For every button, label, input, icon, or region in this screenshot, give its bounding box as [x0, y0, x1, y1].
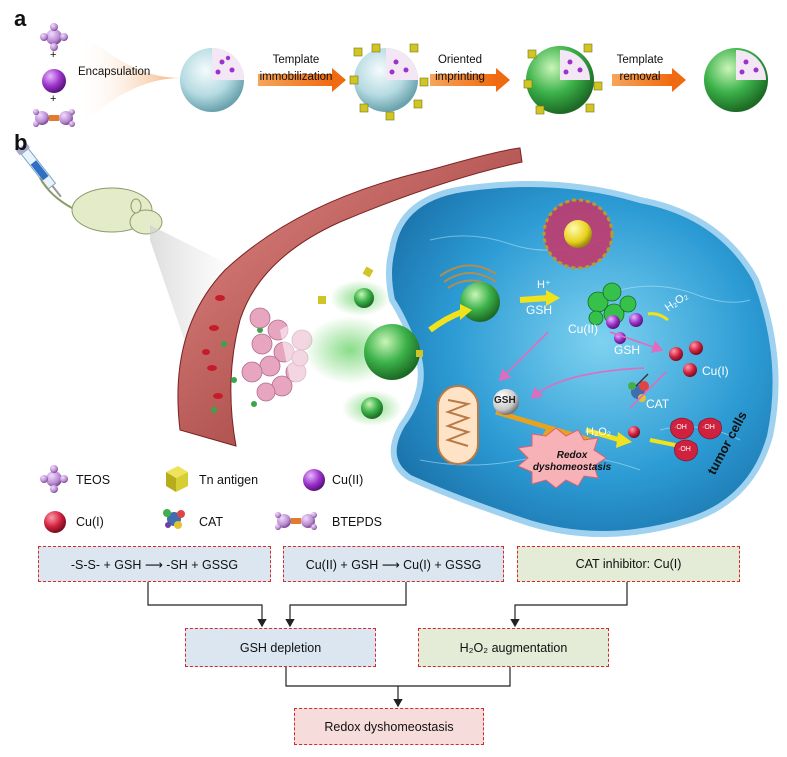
legend-cu1-icon: [44, 511, 66, 533]
legend-tn-icon: [166, 466, 188, 492]
nanoparticle-core: [180, 48, 244, 112]
nucleus: [542, 198, 614, 270]
step-template-removal-line1: Template: [616, 54, 664, 66]
legend-teos-label: TEOS: [76, 473, 111, 487]
panel-a-artwork: [33, 23, 768, 130]
btepds-molecule-a: [33, 109, 75, 127]
legend-teos-icon: [40, 465, 68, 493]
panel-b-artwork: [16, 142, 779, 537]
cu2-ion-a: [42, 69, 66, 93]
label-oh-2: ·OH: [702, 424, 715, 431]
step-oriented-imprinting-line1: Oriented: [437, 54, 483, 66]
legend-cu1-label: Cu(I): [76, 515, 104, 529]
mouse: [39, 177, 163, 235]
syringe: [16, 142, 62, 198]
internalized-particle: [460, 282, 500, 322]
label-redox-burst: Redox dyshomeostasis: [532, 450, 612, 474]
legend-cu2-label: Cu(II): [332, 473, 364, 487]
label-oh-1: ·OH: [674, 424, 687, 431]
nanoparticle-template: [349, 43, 429, 121]
flow-connectors: [147, 581, 628, 708]
degrading-particle: [587, 282, 637, 326]
plus-sign-1: +: [50, 49, 57, 61]
panel-b-letter: b: [14, 130, 28, 155]
red-blood-cells: [202, 295, 225, 399]
flow-box-disulfide: -S-S- + GSH ⟶ -SH + GSSG: [38, 546, 271, 582]
green-particle-1: [354, 288, 374, 308]
mitochondrion: [437, 385, 479, 465]
step-oriented-imprinting-line2: imprinting: [435, 70, 485, 83]
blood-vessel: [177, 147, 523, 447]
label-gsh-mid: GSH: [614, 343, 641, 357]
encapsulation-fan: [76, 26, 180, 130]
teos-molecule-a: [40, 23, 68, 51]
step-encapsulation: Encapsulation: [78, 66, 151, 78]
flow-box-cat-inhibitor: CAT inhibitor: Cu(I): [517, 546, 740, 582]
legend-cu2-icon: [303, 469, 325, 491]
nanoparticle-imprinted: [523, 43, 603, 115]
vessel-particles: [211, 327, 263, 413]
step-template-immobilization-line2: immobilization: [259, 70, 333, 83]
step-template-removal: Template removal: [592, 52, 688, 85]
nanoparticle-final: [704, 48, 768, 112]
label-h2o2-bottom: H₂O₂: [586, 426, 612, 438]
hydroxyl-radicals: [670, 417, 722, 462]
panel-a-letter: a: [14, 6, 27, 31]
step-template-removal-line2: removal: [619, 70, 661, 83]
label-gsh-top: GSH: [526, 303, 553, 317]
green-particle-2: [364, 324, 420, 380]
label-h-plus: H⁺: [537, 279, 551, 291]
label-cat: CAT: [646, 397, 670, 411]
legend-btepds-label: BTEPDS: [332, 515, 383, 529]
legend-cat-label: CAT: [199, 515, 224, 529]
plus-sign-2: +: [50, 93, 57, 105]
label-redox-line1: Redox: [556, 450, 588, 461]
step-oriented-imprinting: Oriented imprinting: [412, 52, 508, 85]
step-template-immobilization: Template immobilization: [248, 52, 344, 85]
legend-icons: [40, 465, 325, 533]
flow-box-cu-reduction: Cu(II) + GSH ⟶ Cu(I) + GSSG: [283, 546, 504, 582]
legend-cat-icon: [163, 509, 185, 529]
flow-box-gsh-depletion: GSH depletion: [185, 628, 376, 667]
legend-btepds-icon: [275, 512, 317, 530]
redox-burst: [516, 427, 607, 489]
label-oh-3: ·OH: [678, 446, 691, 453]
flow-box-h2o2-augmentation: H₂O₂ augmentation: [418, 628, 609, 667]
label-gsh-ball: GSH: [494, 395, 516, 406]
green-particle-3: [361, 397, 383, 419]
label-cu1: Cu(I): [702, 364, 729, 378]
label-redox-line2: dyshomeostasis: [532, 462, 612, 473]
flow-box-redox-dyshomeostasis: Redox dyshomeostasis: [294, 708, 484, 745]
label-cu2: Cu(II): [568, 322, 598, 336]
step-template-immobilization-line1: Template: [272, 54, 320, 66]
legend-tn-label: Tn antigen: [199, 473, 259, 487]
